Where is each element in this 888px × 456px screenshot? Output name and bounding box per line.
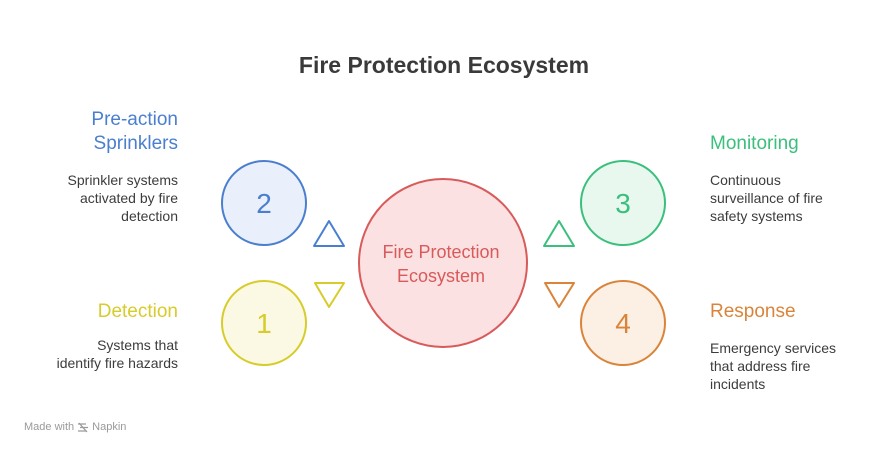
arrow-down-icon bbox=[314, 282, 345, 308]
step-4-circle bbox=[580, 280, 666, 366]
monitoring-heading: Monitoring bbox=[710, 133, 799, 154]
desc-line: Continuous bbox=[710, 172, 781, 188]
desc-line: activated by fire bbox=[79, 190, 178, 206]
step-1-number: 1 bbox=[256, 308, 272, 339]
center-label-line1: Fire Protection bbox=[382, 242, 499, 262]
desc-line: that address fire bbox=[710, 358, 811, 374]
desc-line: surveillance of fire bbox=[710, 190, 823, 206]
response-heading: Response bbox=[710, 301, 796, 322]
detection-heading: Detection bbox=[97, 301, 178, 322]
step-2-number: 2 bbox=[256, 188, 272, 219]
page-title: Fire Protection Ecosystem bbox=[298, 52, 590, 78]
desc-line: Emergency services bbox=[710, 340, 837, 356]
desc-line: identify fire hazards bbox=[56, 355, 178, 371]
desc-line: Sprinkler systems bbox=[67, 172, 178, 188]
desc-line: detection bbox=[121, 208, 178, 224]
center-label-line2: Ecosystem bbox=[397, 266, 485, 286]
preaction-sprinklers-heading: Pre-action Sprinklers bbox=[91, 108, 178, 156]
arrow-up-icon bbox=[543, 220, 575, 247]
heading-line: Sprinklers bbox=[93, 133, 178, 154]
desc-line: safety systems bbox=[710, 208, 803, 224]
step-2-circle bbox=[221, 160, 307, 246]
step-3-circle bbox=[580, 160, 666, 246]
step-4-number: 4 bbox=[615, 308, 631, 339]
monitoring-description: Continuous surveillance of fire safety s… bbox=[710, 171, 823, 225]
response-description: Emergency services that address fire inc… bbox=[710, 339, 836, 393]
heading-line: Pre-action bbox=[91, 109, 178, 130]
napkin-footer[interactable]: Made with Napkin bbox=[24, 421, 126, 433]
napkin-brand-label: Napkin bbox=[92, 421, 127, 433]
arrow-up-icon bbox=[313, 220, 345, 247]
step-1-circle bbox=[221, 280, 307, 366]
arrow-down-icon bbox=[544, 282, 575, 308]
preaction-sprinklers-description: Sprinkler systems activated by fire dete… bbox=[68, 171, 178, 225]
desc-line: Systems that bbox=[97, 337, 178, 353]
center-circle bbox=[358, 178, 528, 348]
detection-description: Systems that identify fire hazards bbox=[57, 336, 178, 372]
step-3-number: 3 bbox=[615, 188, 631, 219]
made-with-label: Made with bbox=[24, 421, 75, 433]
napkin-logo-icon bbox=[78, 422, 89, 432]
desc-line: incidents bbox=[710, 376, 766, 392]
